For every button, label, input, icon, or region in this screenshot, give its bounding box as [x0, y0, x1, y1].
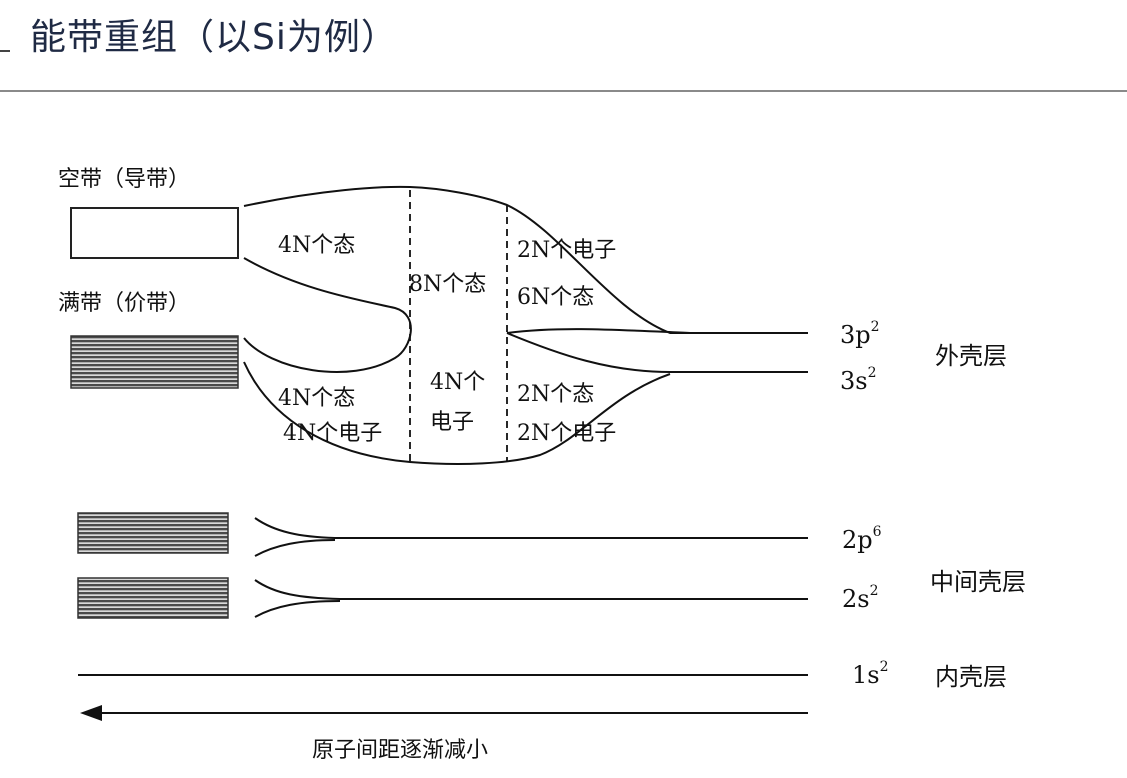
full-band-box — [70, 335, 239, 389]
inner-shell-label: 内壳层 — [935, 663, 1007, 691]
middle-electrons-label: 电子 — [430, 410, 474, 435]
level-2p-split — [254, 539, 336, 557]
lower-left-states: 4N个态 — [278, 386, 355, 411]
band-2s-box — [77, 577, 229, 619]
lower-right-states: 2N个态 — [517, 382, 594, 407]
conduction-band-bottom-curve — [243, 257, 412, 373]
full-band-label: 满带（价带） — [58, 291, 190, 316]
outer-shell-label: 外壳层 — [935, 342, 1007, 370]
spacing-axis-arrowhead — [80, 705, 102, 721]
middle-4n-label: 4N个 — [430, 370, 485, 395]
lower-left-electrons: 4N个电子 — [283, 421, 382, 446]
level-2p-label: 2p6 — [842, 524, 882, 554]
level-3s-label: 3s2 — [840, 365, 877, 395]
title-divider — [0, 90, 1127, 92]
empty-band-box — [70, 207, 239, 259]
level-2s-label: 2s2 — [842, 583, 879, 613]
middle-shell-label: 中间壳层 — [930, 568, 1026, 596]
spacing-axis-label: 原子间距逐渐减小 — [312, 738, 488, 763]
band-2p-box — [77, 512, 229, 554]
level-1s-label: 1s2 — [852, 659, 889, 689]
middle-states: 8N个态 — [409, 272, 486, 297]
level-2s-line — [254, 579, 808, 600]
valence-band-bottom-curve — [243, 361, 671, 465]
lower-right-electrons: 2N个电子 — [517, 421, 616, 446]
corner-mark — [0, 50, 10, 52]
upper-left-states: 4N个态 — [278, 233, 355, 258]
upper-right-electrons: 2N个电子 — [517, 238, 616, 263]
level-2p-line — [254, 517, 808, 539]
level-3p-label: 3p2 — [840, 319, 880, 349]
level-3s-line — [506, 332, 808, 373]
upper-right-states: 6N个态 — [517, 285, 594, 310]
conduction-band-top-curve — [243, 185, 808, 334]
empty-band-label: 空带（导带） — [58, 167, 190, 192]
upper-split-curve — [506, 328, 691, 334]
page-title: 能带重组（以Si为例） — [30, 17, 398, 58]
level-2s-split — [254, 600, 341, 618]
